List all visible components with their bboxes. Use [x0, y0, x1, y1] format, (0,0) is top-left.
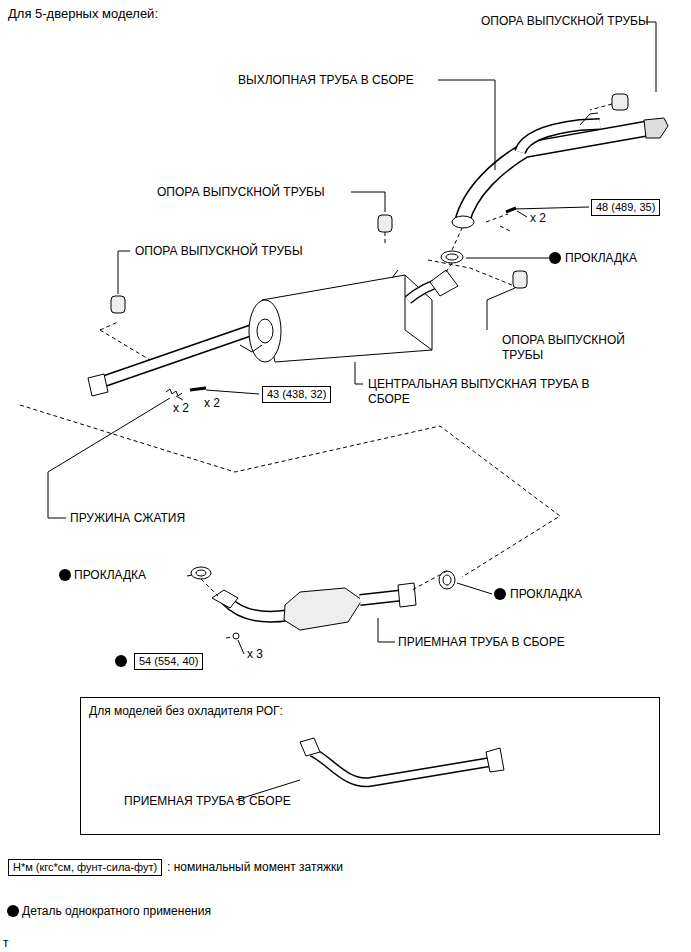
part-label: ПРИЕМНАЯ ТРУБА В СБОРЕ — [398, 635, 565, 650]
part-label: ОПОРА ВЫПУСКНОЙ ТРУБЫ — [135, 244, 303, 259]
part-label: т — [3, 936, 9, 951]
quantity-mark: x 2 — [530, 211, 546, 226]
torque-box: 54 (554, 40) — [134, 653, 203, 670]
part-label: ВЫХЛОПНАЯ ТРУБА В СБОРЕ — [238, 73, 414, 88]
part-label: ПРУЖИНА СЖАТИЯ — [70, 511, 185, 526]
quantity-mark: x 2 — [173, 401, 189, 416]
diagram-title: Для 5-дверных моделей: — [8, 6, 158, 21]
part-label: ПРОКЛАДКА — [74, 568, 146, 583]
part-label: ОПОРА ВЫПУСКНОЙ ТРУБЫ — [157, 185, 325, 200]
torque-box: 43 (438, 32) — [262, 386, 331, 403]
part-label: ЦЕНТРАЛЬНАЯ ВЫПУСКНАЯ ТРУБА В СБОРЕ — [368, 377, 598, 407]
torque-value: Н*м (кгс*см, фунт-сила-фут) — [9, 860, 161, 875]
variant-frame: Для моделей без охладителя РОГ: ПРИЕМНАЯ … — [80, 697, 660, 835]
part-label: ПРИЕМНАЯ ТРУБА В СБОРЕ — [124, 794, 291, 809]
part-label: ПРОКЛАДКА — [565, 251, 637, 266]
quantity-mark: x 3 — [247, 647, 263, 662]
part-label: ОПОРА ВЫПУСКНОЙ ТРУБЫ — [502, 333, 652, 363]
unit-box: Н*м (кгс*см, фунт-сила-фут) — [8, 859, 162, 876]
torque-value: 48 (489, 35) — [592, 200, 659, 215]
torque-box: 48 (489, 35) — [591, 199, 660, 216]
quantity-mark: x 2 — [204, 396, 220, 411]
legend-text: : номинальный момент затяжки — [167, 860, 343, 875]
torque-value: 43 (438, 32) — [263, 387, 330, 402]
legend-text: Деталь однократного применения — [22, 904, 211, 919]
part-label: ПРОКЛАДКА — [510, 587, 582, 602]
torque-value: 54 (554, 40) — [135, 654, 202, 669]
part-label: ОПОРА ВЫПУСКНОЙ ТРУБЫ — [481, 14, 649, 29]
frame-heading: Для моделей без охладителя РОГ: — [89, 704, 283, 719]
